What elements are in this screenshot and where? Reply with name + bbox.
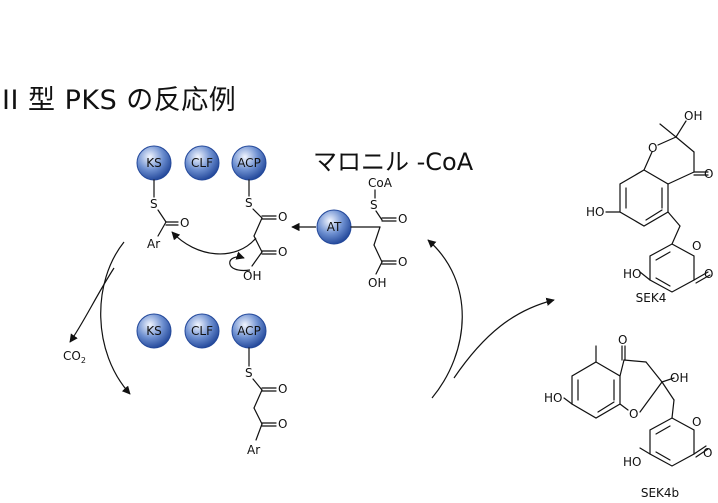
cycle-down-arrow <box>100 241 131 395</box>
sek4b-pyrone-o: O <box>692 415 701 429</box>
acp-acid-oh: OH <box>243 269 261 283</box>
top-enzyme-complex: KS CLF ACP <box>136 145 267 181</box>
acp-acid-o: O <box>278 245 287 259</box>
ks-bead-bottom: KS <box>136 313 172 349</box>
sek4-pyrone-ho: HO <box>623 267 641 281</box>
sek4-structure: O O OH HO O O HO SEK4 <box>586 109 713 305</box>
sek4b-ketone-o: O <box>618 333 627 347</box>
bottom-enzyme-complex: KS CLF ACP <box>136 313 267 349</box>
ks-label-bottom: KS <box>146 324 162 338</box>
ks-sulfur: S <box>150 197 158 211</box>
ks-bead: KS <box>136 145 172 181</box>
malonyl-coa-structure: CoA S O O OH <box>368 176 407 290</box>
sek4b-aryl-ho: HO <box>544 391 562 405</box>
clf-bead: CLF <box>184 145 220 181</box>
at-bead: AT <box>316 209 352 245</box>
product-release-arrow <box>453 297 555 379</box>
sek4-ring-o: O <box>648 141 657 155</box>
sek4-pyrone-o: O <box>692 239 701 253</box>
coa-label: CoA <box>368 176 393 190</box>
diketide-sulfur: S <box>245 366 253 380</box>
page-title: II 型 PKS の反応例 <box>2 85 237 116</box>
malonyl-coa-caption: マロニル -CoA <box>313 148 474 176</box>
coa-acid-oh: OH <box>368 276 386 290</box>
ks-acyl-thioester: S O Ar <box>147 179 189 251</box>
diketide-o2: O <box>278 417 287 431</box>
acp-malonyl-thioester: S O O OH <box>243 179 287 283</box>
sek4-name: SEK4 <box>636 291 667 305</box>
clf-label-bottom: CLF <box>191 324 213 338</box>
ks-aryl: Ar <box>147 237 160 251</box>
acp-sulfur: S <box>245 196 253 210</box>
sek4b-ring-o: O <box>629 407 638 421</box>
acp-label-bottom: ACP <box>237 324 261 338</box>
sek4-pyrone-co: O <box>704 267 713 281</box>
sek4b-name: SEK4b <box>641 486 679 500</box>
co2-release-arrow <box>69 267 115 343</box>
acp-diketide-thioester: S O O Ar <box>245 347 287 457</box>
cycle-up-arrow <box>427 239 463 399</box>
sek4-aryl-ho: HO <box>586 205 604 219</box>
ks-label: KS <box>146 156 162 170</box>
acp-carbonyl-o: O <box>278 210 287 224</box>
sek4b-pyrone-ho: HO <box>623 455 641 469</box>
decarboxylation-arrow <box>229 251 251 272</box>
co2-label: CO2 <box>63 349 86 365</box>
coa-carbonyl-o: O <box>398 212 407 226</box>
acp-bead-bottom: ACP <box>231 313 267 349</box>
sek4b-pyrone-co: O <box>703 446 712 460</box>
condensation-arrow <box>171 231 257 255</box>
acp-label: ACP <box>237 156 261 170</box>
sek4-hemiketal-oh: OH <box>684 109 702 123</box>
diketide-o1: O <box>278 382 287 396</box>
clf-label: CLF <box>191 156 213 170</box>
sek4-ketone-o: O <box>704 167 713 181</box>
sek4b-hemiketal-oh: OH <box>670 371 688 385</box>
acp-bead: ACP <box>231 145 267 181</box>
ks-carbonyl-o: O <box>180 216 189 230</box>
sek4b-structure: O O OH HO O O HO SEK4b <box>544 333 712 500</box>
diketide-aryl: Ar <box>247 443 260 457</box>
at-label: AT <box>327 220 342 234</box>
clf-bead-bottom: CLF <box>184 313 220 349</box>
coa-sulfur: S <box>370 198 378 212</box>
coa-acid-o: O <box>398 255 407 269</box>
